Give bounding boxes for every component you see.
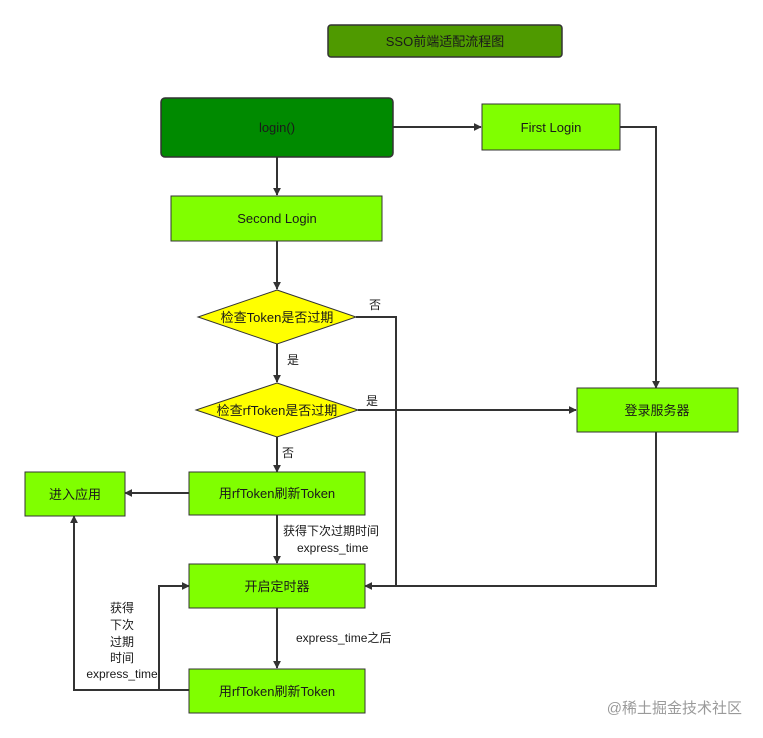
label-yes-1: 是 — [287, 353, 299, 367]
label-side-line5: express_time — [86, 667, 158, 681]
label-no-1: 否 — [369, 298, 381, 312]
node-refresh-token-1-label: 用rfToken刷新Token — [219, 486, 335, 501]
edge-refresh-2-enter-app — [70, 515, 159, 691]
edge-labels: 否 是 是 否 获得下次过期时间 express_time express_ti… — [86, 298, 391, 681]
node-start-timer-label: 开启定时器 — [244, 579, 309, 594]
label-yes-2: 是 — [366, 394, 378, 408]
edge-refresh-2-start-timer — [158, 582, 190, 691]
label-get-next-expire-line1: 获得下次过期时间 — [283, 523, 379, 538]
label-after-expire: express_time之后 — [296, 631, 391, 645]
node-check-token: 检查Token是否过期 — [196, 289, 358, 345]
node-login-label: login() — [259, 120, 295, 135]
edge-check-token-no — [356, 316, 397, 586]
node-check-rftoken-label: 检查rfToken是否过期 — [217, 403, 338, 418]
node-second-login-label: Second Login — [237, 211, 317, 226]
diagram-title: SSO前端适配流程图 — [386, 34, 504, 49]
node-check-token-label: 检查Token是否过期 — [221, 310, 334, 325]
edge-login-server-start-timer — [364, 432, 657, 590]
label-side-line1: 获得 — [110, 600, 134, 615]
node-start-timer: 开启定时器 — [188, 563, 366, 609]
title-node: SSO前端适配流程图 — [327, 24, 563, 58]
node-enter-app: 进入应用 — [24, 471, 126, 517]
label-side-line4: 时间 — [110, 651, 134, 665]
node-check-rftoken: 检查rfToken是否过期 — [194, 382, 360, 438]
node-refresh-token-2: 用rfToken刷新Token — [188, 668, 366, 714]
edge-first-login-login-server — [620, 126, 660, 389]
node-first-login-label: First Login — [521, 120, 582, 135]
node-refresh-token-1: 用rfToken刷新Token — [188, 471, 366, 516]
label-side-line2: 下次 — [110, 618, 134, 632]
label-no-2: 否 — [282, 446, 294, 460]
node-enter-app-label: 进入应用 — [49, 487, 101, 502]
edges — [70, 123, 660, 691]
node-refresh-token-2-label: 用rfToken刷新Token — [219, 684, 335, 699]
node-login: login() — [160, 97, 394, 158]
label-side-line3: 过期 — [110, 635, 134, 649]
node-login-server-label: 登录服务器 — [624, 403, 689, 418]
watermark: @稀土掘金技术社区 — [607, 700, 742, 717]
label-get-next-expire-line2: express_time — [297, 541, 369, 555]
node-login-server: 登录服务器 — [576, 387, 739, 433]
node-first-login: First Login — [481, 103, 621, 151]
node-second-login: Second Login — [170, 195, 383, 242]
